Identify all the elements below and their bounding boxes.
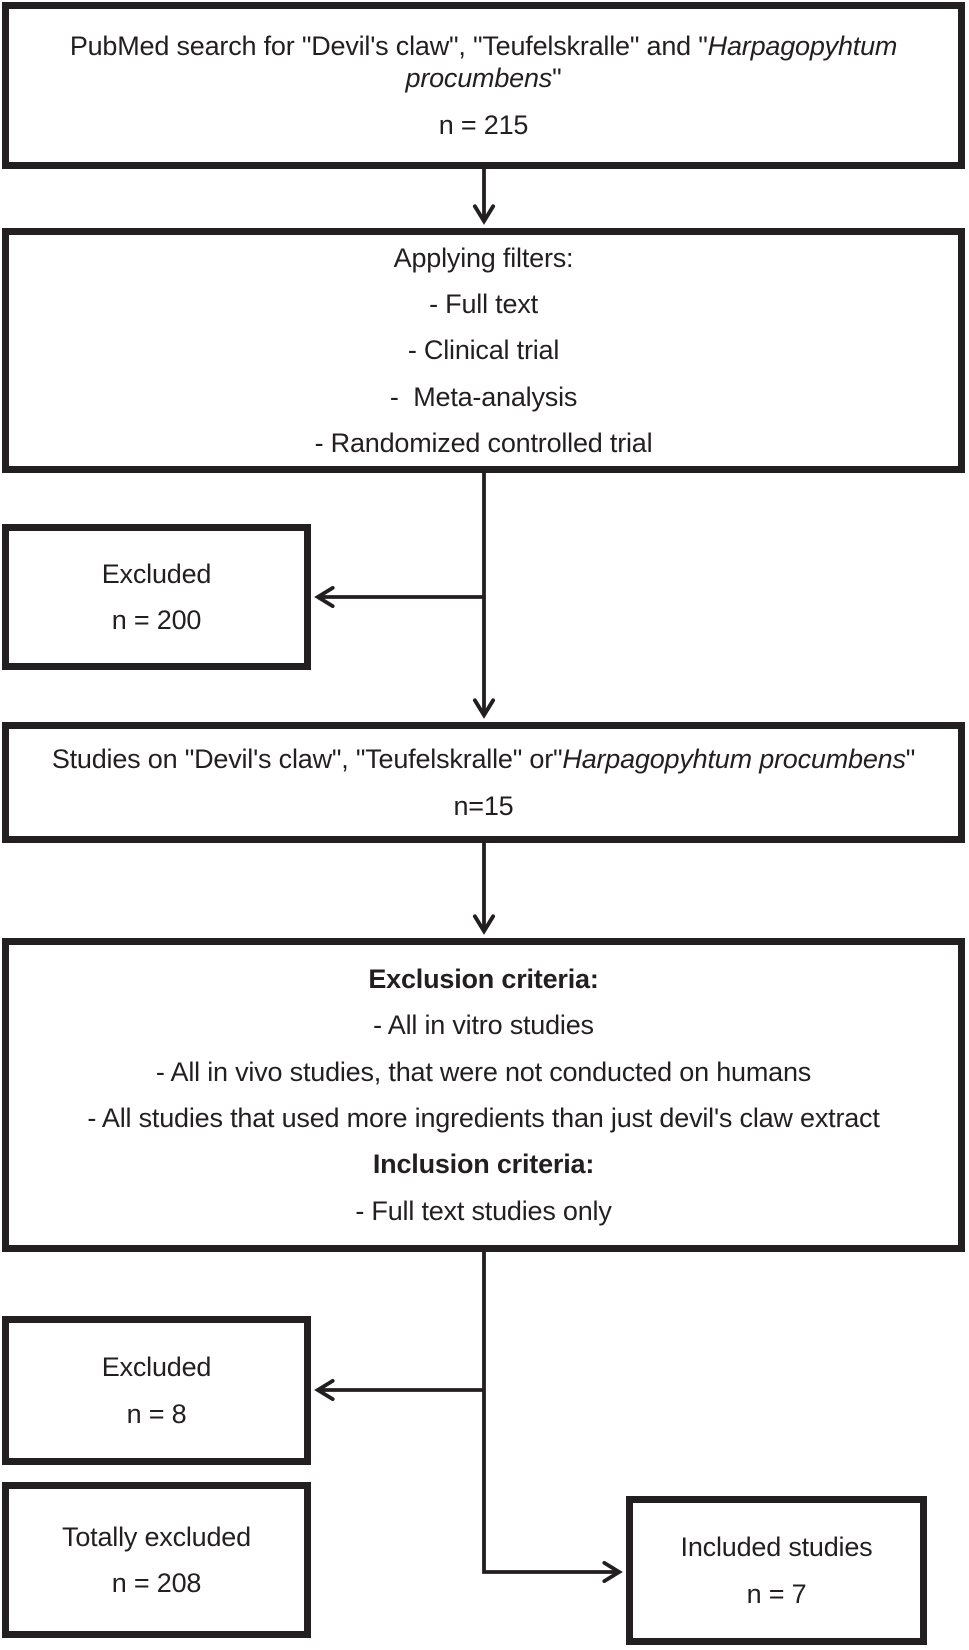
box-line: - All studies that used more ingredients… [87, 1103, 880, 1133]
box-totally-excluded: Totally excluded n = 208 [2, 1482, 311, 1638]
totally-excluded-label: Totally excluded [62, 1521, 251, 1552]
box-pubmed-search: PubMed search for "Devil's claw", "Teufe… [2, 2, 965, 169]
box-line: Exclusion criteria: [368, 963, 599, 994]
pubmed-search-title: PubMed search for "Devil's claw", "Teufe… [69, 30, 898, 94]
box-line: Inclusion criteria: [372, 1149, 595, 1180]
box-excluded-8: Excluded n = 8 [2, 1316, 311, 1465]
included-studies-count: n = 7 [746, 1578, 807, 1609]
totally-excluded-count: n = 208 [111, 1568, 202, 1598]
box-line: - Full text [429, 288, 538, 319]
studies-title: Studies on "Devil's claw", "Teufelskrall… [51, 744, 916, 775]
studies-count: n=15 [453, 790, 514, 821]
excluded-200-label: Excluded [101, 558, 212, 589]
box-line: - Randomized controlled trial [314, 428, 653, 459]
box-included-studies: Included studies n = 7 [626, 1496, 927, 1645]
box-line: Applying filters: [393, 242, 574, 273]
included-studies-label: Included studies [680, 1532, 873, 1563]
box-line: - Meta-analysis [389, 381, 578, 412]
box-excluded-200: Excluded n = 200 [2, 524, 311, 670]
box-studies-n15: Studies on "Devil's claw", "Teufelskrall… [2, 722, 965, 843]
box-line: - All in vitro studies [373, 1010, 594, 1041]
excluded-8-count: n = 8 [126, 1398, 187, 1429]
excluded-8-label: Excluded [101, 1352, 212, 1383]
box-line: - All in vivo studies, that were not con… [155, 1056, 812, 1087]
box-line: - Clinical trial [407, 335, 560, 366]
pubmed-search-count: n = 215 [438, 109, 529, 140]
box-criteria: Exclusion criteria: - All in vitro studie… [2, 938, 965, 1252]
box-line: - Full text studies only [355, 1195, 612, 1226]
excluded-200-count: n = 200 [111, 605, 202, 635]
box-applying-filters: Applying filters: - Full text - Clinical t… [2, 228, 965, 473]
arrow-criteria-to-included [482, 1252, 623, 1584]
